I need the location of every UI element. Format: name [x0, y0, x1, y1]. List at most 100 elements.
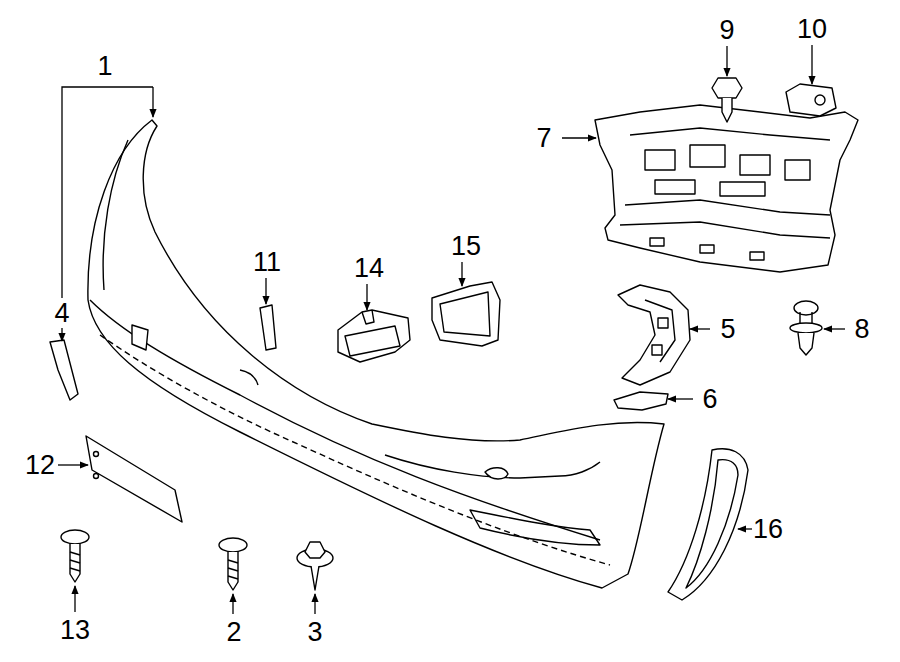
callout-number: 6: [702, 386, 717, 413]
callout-number: 10: [797, 16, 827, 43]
air-duct: [432, 282, 500, 346]
bumper-support: [650, 238, 664, 246]
flange-bolt: [305, 542, 325, 558]
air-duct: [345, 326, 400, 356]
bumper-support: [785, 160, 810, 180]
callout-number: 1: [97, 53, 112, 80]
callout-number: 7: [536, 125, 551, 152]
bumper-cover: [100, 335, 610, 565]
bracket: [260, 305, 276, 350]
air-duct: [338, 310, 410, 362]
bumper-support: [720, 182, 765, 196]
bumper-support: [700, 245, 714, 253]
screw: [219, 538, 247, 552]
bumper-cover: [385, 455, 600, 478]
side-bracket: [645, 300, 675, 362]
leader-line: [152, 87, 153, 117]
bumper-support: [595, 105, 858, 272]
bumper-support: [740, 155, 770, 175]
screw: [228, 560, 238, 579]
screw: [70, 552, 80, 571]
leader-line: [265, 278, 266, 304]
callout-number: 12: [25, 452, 55, 479]
callout-number: 4: [54, 300, 69, 327]
reflector-trim: [668, 449, 748, 600]
leader-line: [366, 284, 367, 310]
callout-number: 14: [354, 255, 384, 282]
clip-nut: [815, 95, 825, 105]
leader-line: [58, 464, 88, 465]
screw: [61, 530, 89, 544]
side-bracket: [618, 285, 690, 385]
callout-number: 13: [60, 617, 90, 644]
callout-number: 3: [307, 619, 322, 646]
screw: [70, 544, 80, 582]
bumper-support: [750, 252, 764, 260]
bumper-cover: [132, 325, 148, 350]
bumper-support: [625, 200, 830, 215]
leader-line: [824, 328, 845, 329]
leader-lines: [58, 45, 845, 614]
callout-number: 9: [719, 17, 734, 44]
parts: [50, 78, 858, 600]
callout-number: 8: [854, 316, 869, 343]
bumper-cover: [240, 370, 258, 385]
air-duct: [362, 310, 374, 324]
screw: [228, 552, 238, 590]
leader-line: [811, 45, 812, 84]
clip-nut: [786, 84, 836, 116]
bumper-cover: [103, 140, 128, 290]
bumper-support: [620, 222, 830, 238]
side-bracket: [658, 318, 668, 328]
callout-number: 5: [720, 316, 735, 343]
leader-line: [562, 137, 596, 138]
air-duct: [432, 282, 500, 346]
side-bracket: [652, 345, 662, 355]
callout-number: 2: [226, 619, 241, 646]
push-rivet: [798, 333, 814, 355]
license-bracket: [86, 436, 182, 522]
push-rivet: [794, 301, 818, 315]
callout-number: 15: [451, 233, 481, 260]
flange-bolt: [297, 542, 333, 590]
bumper-cover: [485, 468, 508, 479]
leader-line: [726, 46, 727, 76]
side-bracket: [618, 285, 690, 385]
trim-piece: [50, 340, 78, 400]
air-duct: [440, 292, 490, 336]
push-rivet: [800, 312, 812, 324]
license-bracket: [94, 452, 99, 457]
bumper-cover: [470, 510, 600, 545]
bumper-support: [630, 128, 830, 140]
bumper-support: [595, 105, 858, 272]
screw: [219, 538, 247, 590]
flange-bolt: [311, 566, 319, 590]
push-rivet: [790, 323, 822, 333]
callout-number: 16: [753, 516, 783, 543]
leader-line: [690, 328, 710, 329]
clip-nut: [786, 84, 836, 116]
bumper-support: [690, 145, 725, 167]
leader-line: [314, 594, 315, 614]
push-pin: [712, 78, 742, 122]
license-bracket: [94, 474, 99, 479]
bumper-support: [655, 180, 695, 194]
leader-line: [668, 398, 693, 399]
guide: [614, 392, 668, 410]
license-bracket: [86, 436, 182, 522]
reflector-trim: [686, 460, 738, 588]
leader-line: [461, 262, 462, 286]
leader-line: [738, 528, 752, 529]
callout-number: 11: [253, 249, 281, 276]
air-duct: [338, 310, 410, 362]
leader-line: [61, 328, 62, 341]
bumper-support: [645, 150, 675, 170]
push-rivet: [790, 301, 822, 355]
push-pin: [712, 78, 742, 98]
leader-line: [232, 594, 233, 614]
screw: [61, 530, 89, 582]
reflector-trim: [668, 449, 748, 600]
push-pin: [722, 98, 732, 122]
